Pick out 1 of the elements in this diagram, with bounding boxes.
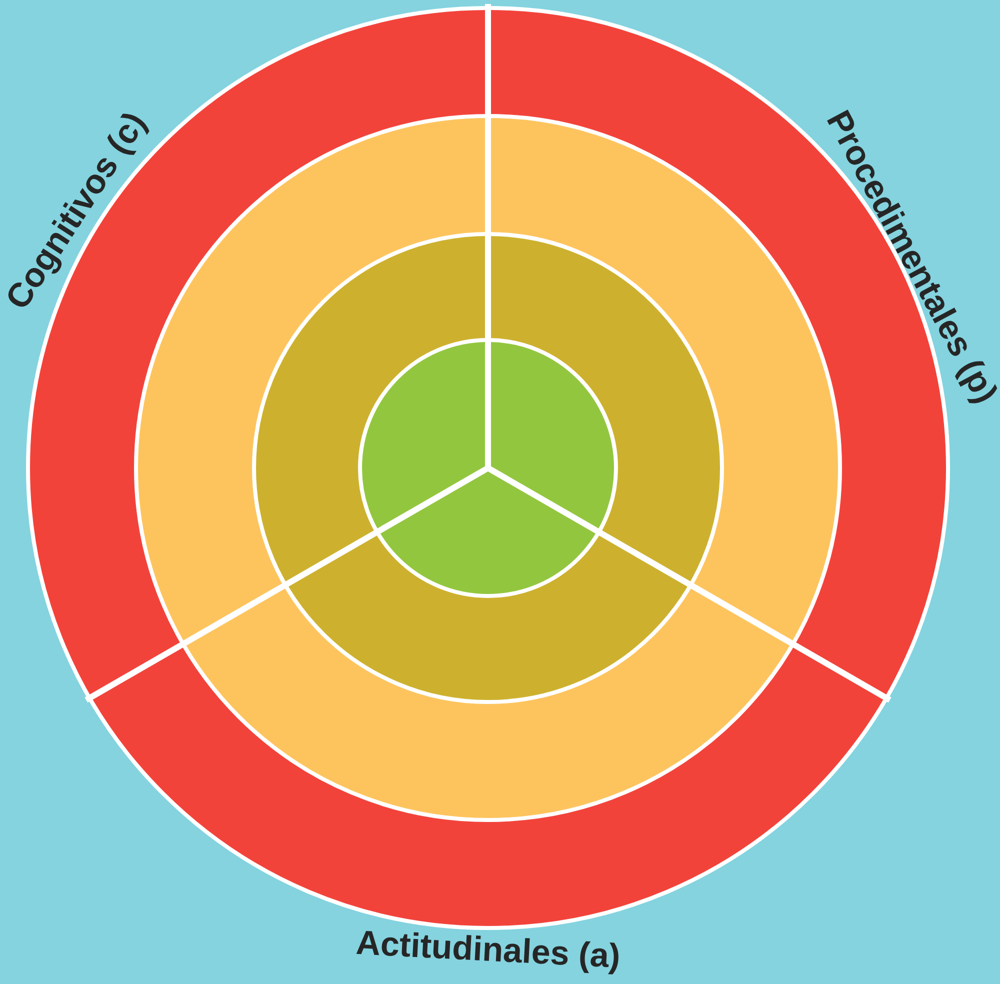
- sector-label: Actitudinales (a): [356, 930, 618, 974]
